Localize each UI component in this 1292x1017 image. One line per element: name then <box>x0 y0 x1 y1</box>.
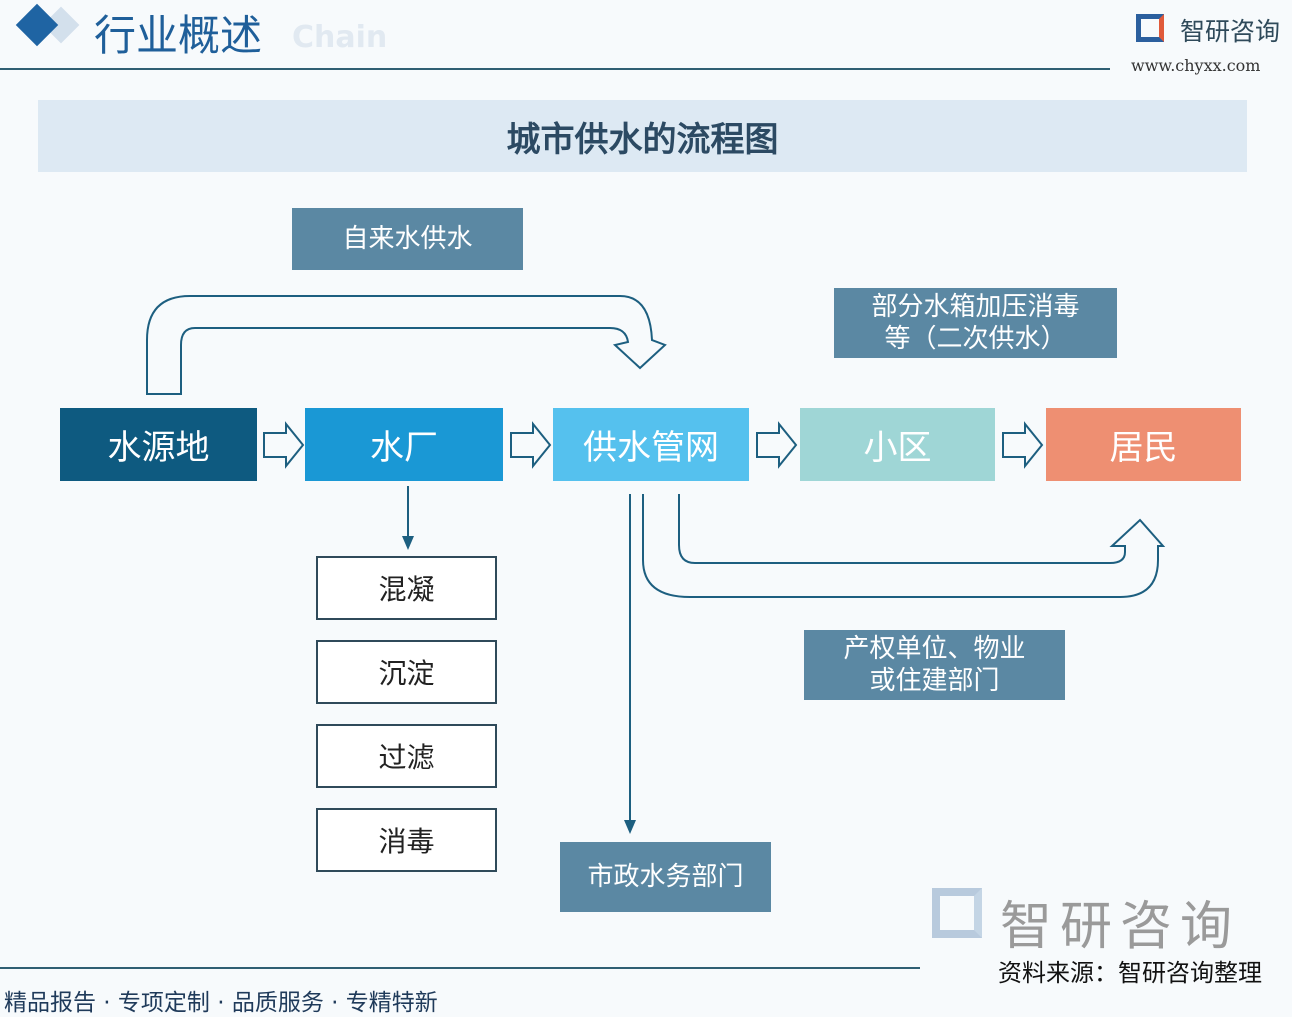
process-filtration: 过滤 <box>316 724 497 788</box>
watermark-brand: 智研咨询 <box>1000 897 1241 957</box>
node-community: 小区 <box>800 408 995 481</box>
label-property-line1: 产权单位、物业 <box>843 634 1026 664</box>
node-residents: 居民 <box>1046 408 1241 481</box>
label-property-line2: 或住建部门 <box>869 666 1000 696</box>
header-faded-subtitle: Chain <box>292 20 388 55</box>
label-secondary-supply: 部分水箱加压消毒 等（二次供水） <box>834 288 1117 358</box>
diagram-title: 城市供水的流程图 <box>506 119 779 160</box>
arrow-3 <box>756 421 798 469</box>
process-coagulation: 混凝 <box>316 556 497 620</box>
node-water-source: 水源地 <box>60 408 257 481</box>
footer-slogan: 精品报告 · 专项定制 · 品质服务 · 专精特新 <box>4 990 438 1016</box>
arrow-4 <box>1002 421 1044 469</box>
brand-name: 智研咨询 <box>1180 17 1281 46</box>
node-water-plant: 水厂 <box>305 408 503 481</box>
label-tap-water: 自来水供水 <box>292 208 523 270</box>
municipal-arrowhead <box>624 820 636 834</box>
brand-website: www.chyxx.com <box>1131 56 1261 75</box>
header-divider <box>0 68 1110 70</box>
secondary-supply-arrow <box>642 494 1166 598</box>
label-property: 产权单位、物业 或住建部门 <box>804 630 1065 700</box>
label-secondary-line2: 等（二次供水） <box>884 324 1067 354</box>
process-arrowhead <box>402 536 414 550</box>
footer-source: 资料来源：智研咨询整理 <box>998 959 1262 987</box>
label-municipal: 市政水务部门 <box>560 842 771 912</box>
arrow-1 <box>263 421 305 469</box>
process-sedimentation: 沉淀 <box>316 640 497 704</box>
process-disinfection: 消毒 <box>316 808 497 872</box>
watermark-logo-icon <box>932 888 982 938</box>
header-title: 行业概述 <box>94 11 263 60</box>
tap-water-bypass-arrow <box>146 295 667 395</box>
label-secondary-line1: 部分水箱加压消毒 <box>871 292 1080 322</box>
diagram-title-banner: 城市供水的流程图 <box>38 100 1247 172</box>
footer-divider <box>0 967 920 969</box>
node-supply-network: 供水管网 <box>553 408 749 481</box>
arrow-2 <box>510 421 552 469</box>
brand-logo-icon <box>1136 14 1164 42</box>
